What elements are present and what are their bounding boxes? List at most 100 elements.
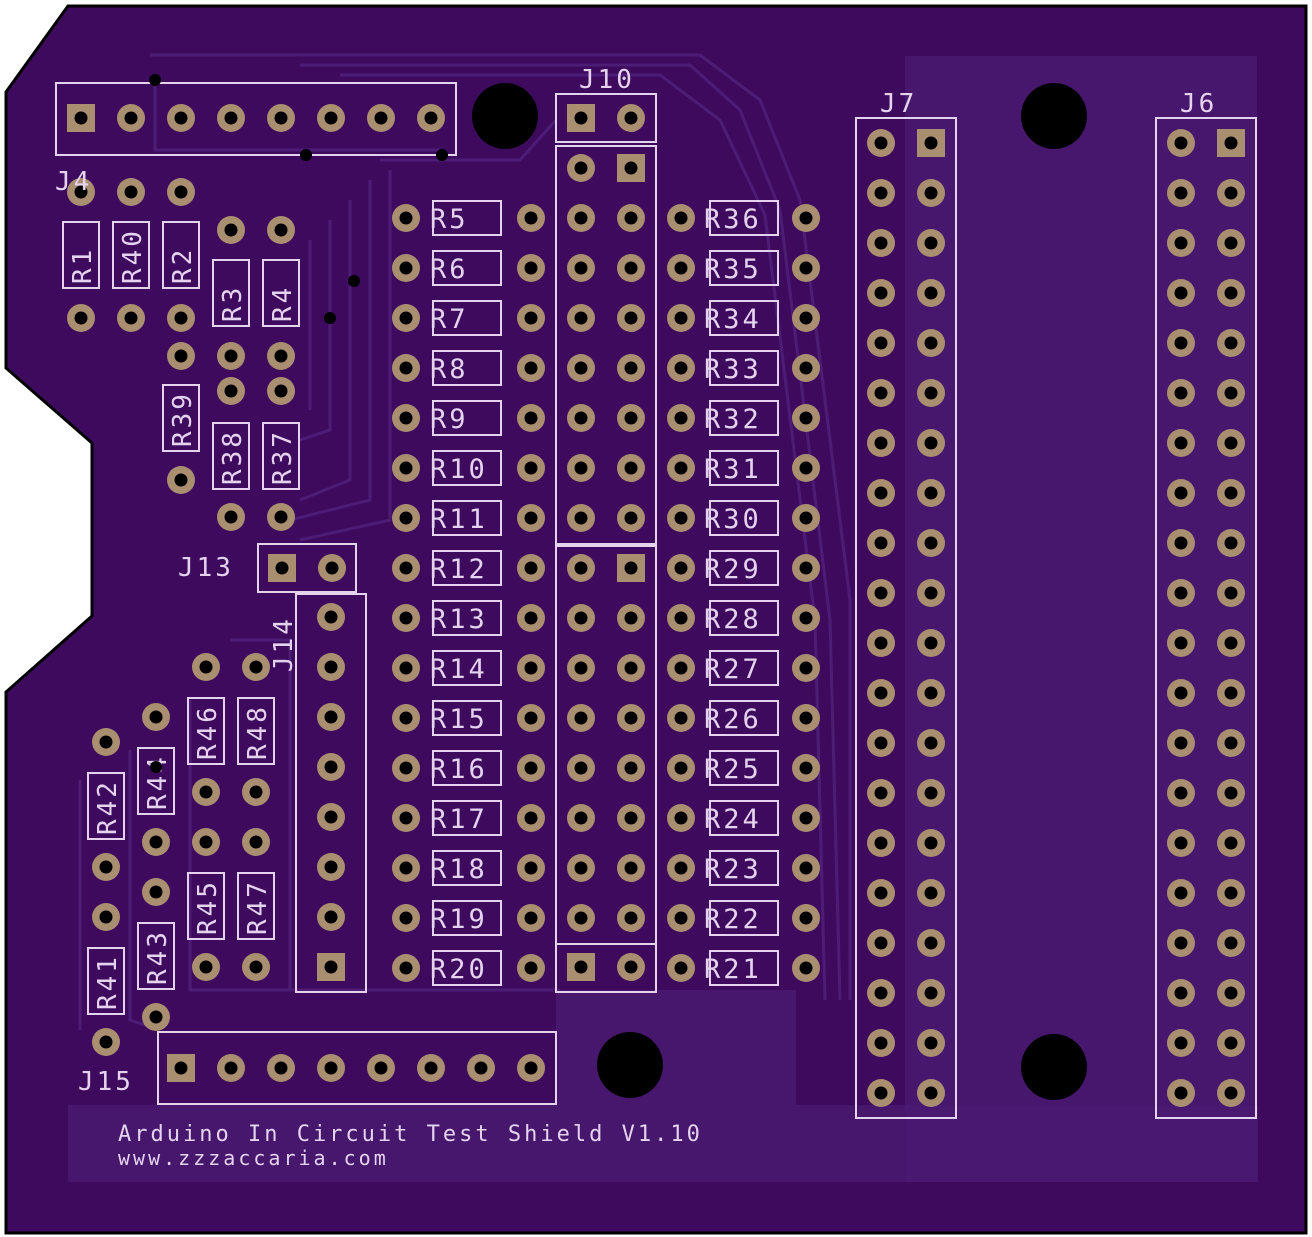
pad-drill [149, 710, 163, 724]
pad-drill [1224, 186, 1238, 200]
connector-j13-label: J13 [178, 553, 234, 583]
pad-drill [1224, 686, 1238, 700]
pad-drill [1174, 736, 1188, 750]
pad-drill [624, 361, 638, 375]
pad-drill [924, 1036, 938, 1050]
resistor-body [212, 422, 250, 490]
pad-drill [1174, 286, 1188, 300]
pad-drill [1224, 886, 1238, 900]
pad-drill [399, 661, 413, 675]
connector-j10-label: J10 [579, 65, 635, 95]
resistor-label-r25: R25 [704, 754, 762, 785]
pad-drill [574, 311, 588, 325]
pad-drill [624, 861, 638, 875]
pad-drill [99, 1035, 113, 1049]
resistor-body [62, 221, 100, 289]
pad-drill [1224, 586, 1238, 600]
pad-drill [924, 836, 938, 850]
ground-pour-mid [556, 990, 796, 1105]
pad-drill [624, 661, 638, 675]
pad-drill [924, 936, 938, 950]
mounting-hole [472, 83, 538, 149]
pad-drill [574, 411, 588, 425]
pad-drill [799, 211, 813, 225]
pad-drill [399, 861, 413, 875]
pad-drill [874, 436, 888, 450]
pad-drill [799, 561, 813, 575]
connector-j6-label: J6 [1180, 89, 1217, 119]
pad-drill [799, 961, 813, 975]
pad-drill [1174, 336, 1188, 350]
mounting-hole [597, 1032, 663, 1098]
pad-drill [524, 961, 538, 975]
dip-socket-upper-outline [555, 145, 657, 545]
pad-drill [574, 861, 588, 875]
pad-drill [399, 261, 413, 275]
pad-drill [324, 1061, 338, 1075]
pad-drill [274, 510, 288, 524]
pad-drill [324, 610, 338, 624]
pad-drill [1174, 1086, 1188, 1100]
resistor-body [709, 250, 779, 286]
pad-drill [799, 711, 813, 725]
pad-drill [624, 960, 638, 974]
pad-drill [1224, 986, 1238, 1000]
resistor-body [112, 221, 150, 289]
pad-drill [924, 436, 938, 450]
pad-drill [399, 961, 413, 975]
pad-drill [799, 261, 813, 275]
pad-drill [524, 411, 538, 425]
resistor-label-r28: R28 [704, 604, 762, 635]
pad-drill [249, 835, 263, 849]
connector-j4-outline [55, 82, 457, 156]
pad-drill [274, 111, 288, 125]
pad-drill [1224, 636, 1238, 650]
pad-drill [399, 461, 413, 475]
pad-drill [624, 911, 638, 925]
pad-drill [224, 349, 238, 363]
pad-drill [524, 761, 538, 775]
pad-drill [224, 384, 238, 398]
resistor-body [187, 697, 225, 765]
resistor-body [709, 500, 779, 536]
pad-drill [924, 286, 938, 300]
resistor-label-r15: R15 [430, 704, 488, 735]
pad-drill [874, 336, 888, 350]
resistor-label-r20: R20 [430, 954, 488, 985]
resistor-label-r26: R26 [704, 704, 762, 735]
mounting-hole [1021, 1034, 1087, 1100]
pad-drill [324, 660, 338, 674]
pad-drill [624, 411, 638, 425]
resistor-body [709, 850, 779, 886]
pad-drill [324, 760, 338, 774]
resistor-body [709, 900, 779, 936]
pad-drill [674, 761, 688, 775]
pad-drill [924, 386, 938, 400]
jumper-bottom-outline [555, 943, 657, 993]
pad-drill [924, 786, 938, 800]
pad-drill [874, 236, 888, 250]
pad-drill [224, 111, 238, 125]
pad-drill [624, 461, 638, 475]
pad-drill [524, 811, 538, 825]
pad-drill [924, 586, 938, 600]
resistor-label-r30: R30 [704, 504, 762, 535]
resistor-label-r6: R6 [430, 254, 469, 285]
pad-drill [924, 986, 938, 1000]
pad-drill [574, 611, 588, 625]
resistor-body [432, 200, 502, 236]
pad-drill [1174, 136, 1188, 150]
connector-j15-label: J15 [78, 1067, 134, 1097]
pad-drill [674, 661, 688, 675]
pad-drill [524, 211, 538, 225]
pad-drill [1174, 986, 1188, 1000]
via [436, 149, 448, 161]
pad-drill [674, 411, 688, 425]
pad-drill [874, 936, 888, 950]
resistor-label-r37: R37 [268, 429, 298, 485]
pad-drill [1174, 1036, 1188, 1050]
pad-drill [1224, 236, 1238, 250]
pad-drill [674, 961, 688, 975]
pad-drill [674, 861, 688, 875]
resistor-body [162, 384, 200, 452]
